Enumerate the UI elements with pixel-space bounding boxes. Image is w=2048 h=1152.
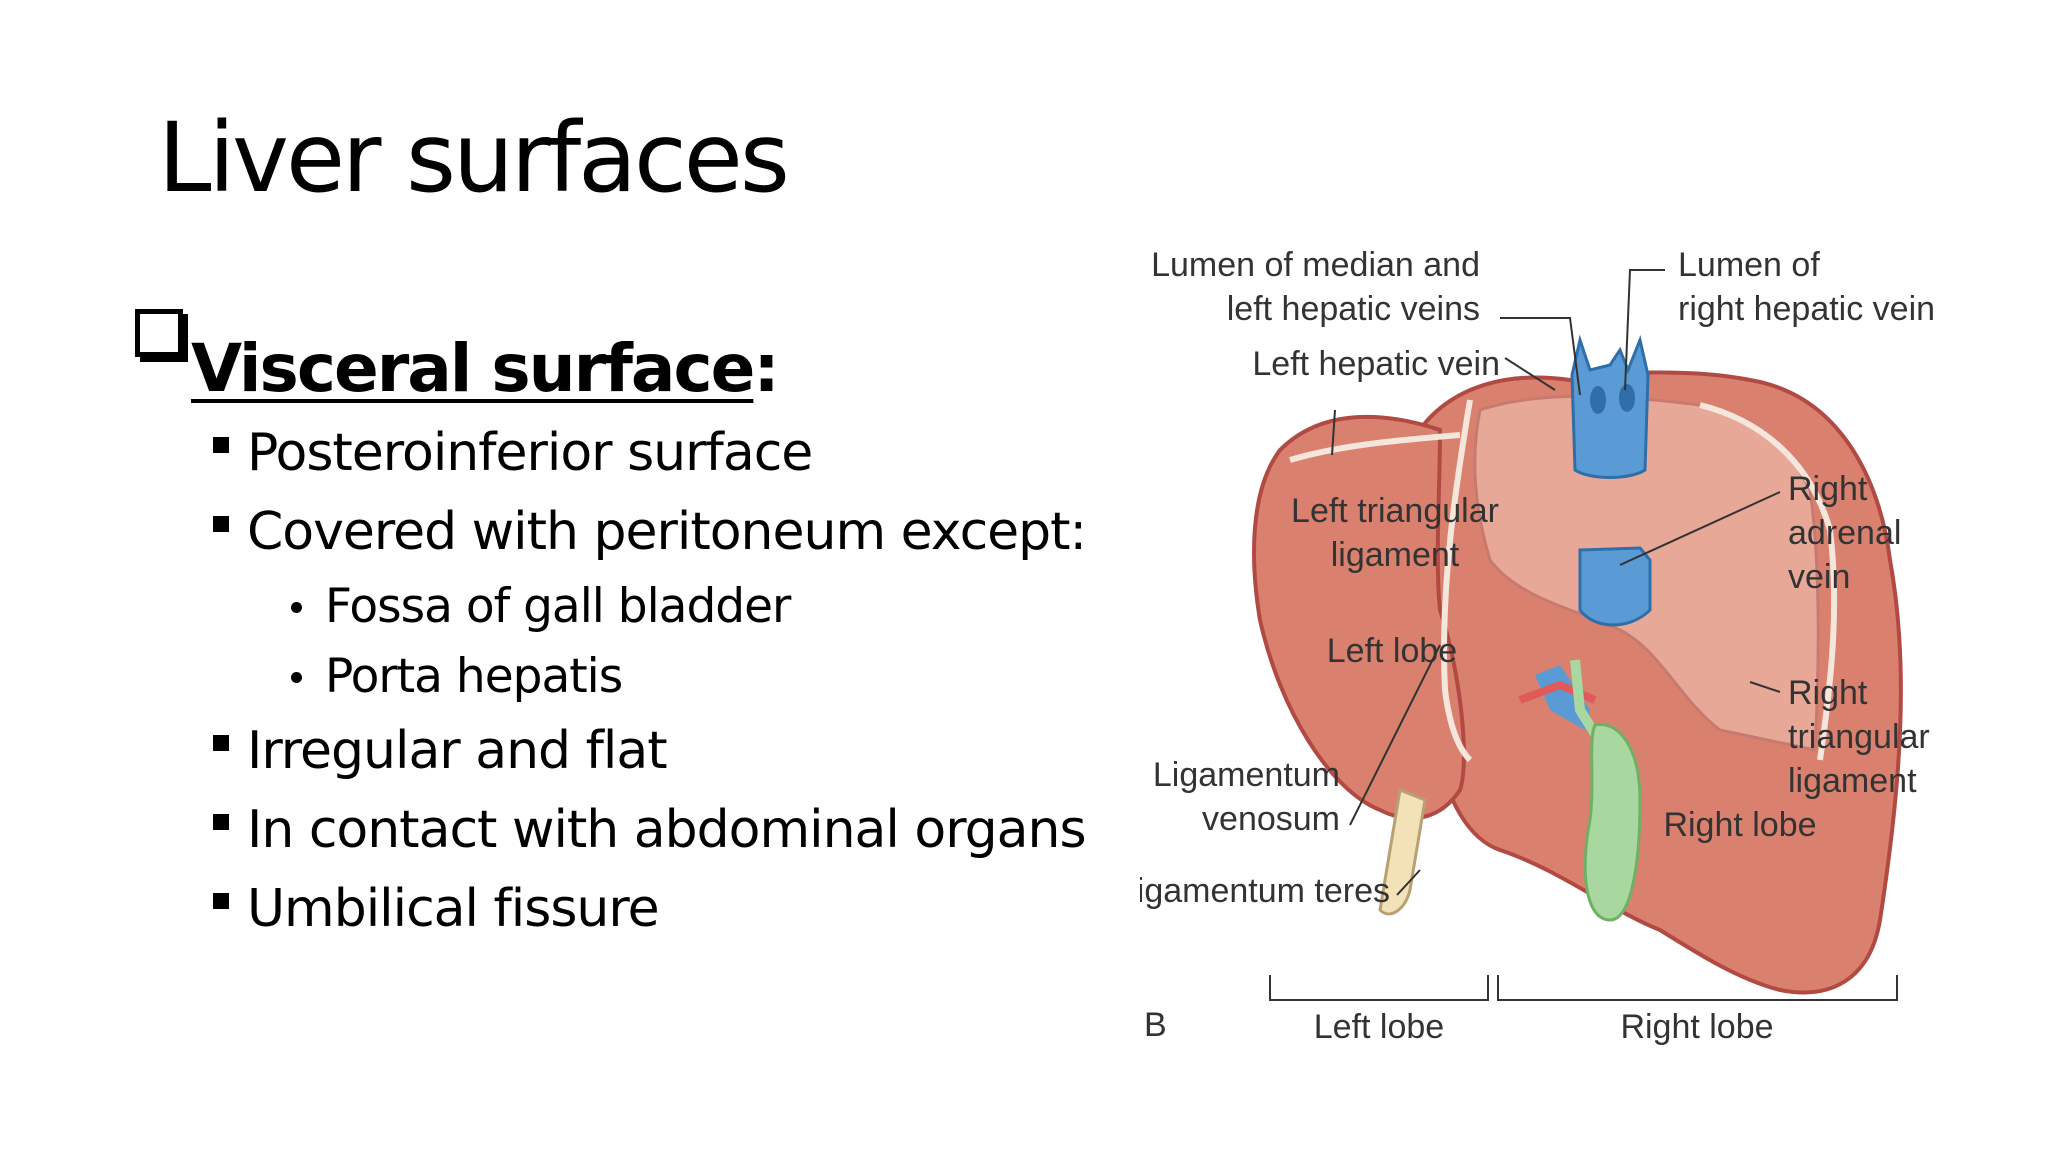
panel-letter: B	[1144, 1006, 1167, 1044]
dot-bullet-icon	[291, 672, 302, 683]
label-lumen-right: Lumen of	[1678, 246, 1820, 284]
label-right-adrenal-vein: Right	[1788, 470, 1868, 508]
label-left-triangular-ligament: Left triangular	[1291, 492, 1499, 530]
bullet-item: Posteroinferior surface	[135, 414, 1135, 493]
hepatic-vein-lumen-right	[1619, 384, 1635, 412]
left-triangular-ligament	[1289, 432, 1461, 463]
right-triangular-ligament	[1699, 402, 1838, 761]
label-lumen-right: right hepatic vein	[1678, 290, 1935, 328]
square-bullet-icon	[213, 893, 229, 909]
sub-bullet-item: Fossa of gall bladder	[135, 572, 1135, 642]
bullet-item: Covered with peritoneum except:	[135, 493, 1135, 572]
bullet-list: Visceral surface : Posteroinferior surfa…	[135, 309, 1135, 949]
bullet-text: Umbilical fissure	[247, 879, 660, 939]
label-left-hepatic-vein: Left hepatic vein	[1252, 345, 1500, 383]
label-left-lobe-inner: Left lobe	[1327, 632, 1457, 670]
leader-lines	[1331, 269, 1781, 896]
ligamentum-venosum	[1441, 399, 1473, 763]
label-ligamentum-venosum: venosum	[1202, 800, 1340, 838]
label-right-lobe-bracket: Right lobe	[1620, 1008, 1773, 1046]
label-right-triangular-ligament: ligament	[1788, 762, 1917, 800]
label-right-adrenal-vein: vein	[1788, 558, 1850, 596]
liver-diagram: Lumen of median and left hepatic veins L…	[1140, 246, 1935, 1046]
hepatic-vein-lumen-left	[1590, 386, 1606, 414]
ligamentum-teres	[1378, 787, 1427, 916]
sub-bullet-text: Fossa of gall bladder	[325, 579, 791, 634]
label-lumen-median-left: Lumen of median and	[1151, 246, 1480, 284]
bullet-text: Posteroinferior surface	[247, 423, 813, 483]
bullet-text: Irregular and flat	[247, 721, 668, 781]
section-heading: Visceral surface :	[135, 309, 1135, 414]
inferior-vena-cava-lower	[1578, 546, 1652, 627]
bullet-item: In contact with abdominal organs	[135, 791, 1135, 870]
square-bullet-icon	[213, 516, 229, 532]
square-bullet-icon	[213, 437, 229, 453]
section-heading-label: Visceral surface	[191, 330, 755, 407]
square-bullet-icon	[213, 735, 229, 751]
sub-bullet-text: Porta hepatis	[325, 649, 623, 704]
bullet-text: In contact with abdominal organs	[247, 800, 1087, 860]
label-ligamentum-venosum: Ligamentum	[1153, 756, 1340, 794]
sub-bullet-item: Porta hepatis	[135, 642, 1135, 712]
label-right-triangular-ligament: triangular	[1788, 718, 1930, 756]
dot-bullet-icon	[291, 602, 302, 613]
checkbox-bullet-icon	[135, 309, 183, 357]
bullet-text: Covered with peritoneum except:	[247, 502, 1087, 562]
liver-left-lobe	[1252, 414, 1466, 821]
label-right-adrenal-vein: adrenal	[1788, 514, 1901, 552]
square-bullet-icon	[213, 814, 229, 830]
label-lumen-median-left: left hepatic veins	[1227, 290, 1480, 328]
inferior-vena-cava-upper	[1570, 334, 1650, 479]
label-ligamentum-teres: Ligamentum teres	[1140, 872, 1390, 910]
label-right-triangular-ligament: Right	[1788, 674, 1868, 712]
lobe-brackets	[1269, 975, 1898, 1001]
label-left-lobe-bracket: Left lobe	[1314, 1008, 1444, 1046]
label-left-triangular-ligament: ligament	[1331, 536, 1460, 574]
gallbladder	[1583, 722, 1642, 922]
bullet-item: Umbilical fissure	[135, 870, 1135, 949]
label-right-lobe-inner: Right lobe	[1663, 806, 1816, 844]
slide-title: Liver surfaces	[158, 102, 790, 214]
portal-vein	[1535, 665, 1590, 730]
bullet-item: Irregular and flat	[135, 712, 1135, 791]
section-heading-colon: :	[753, 330, 779, 407]
